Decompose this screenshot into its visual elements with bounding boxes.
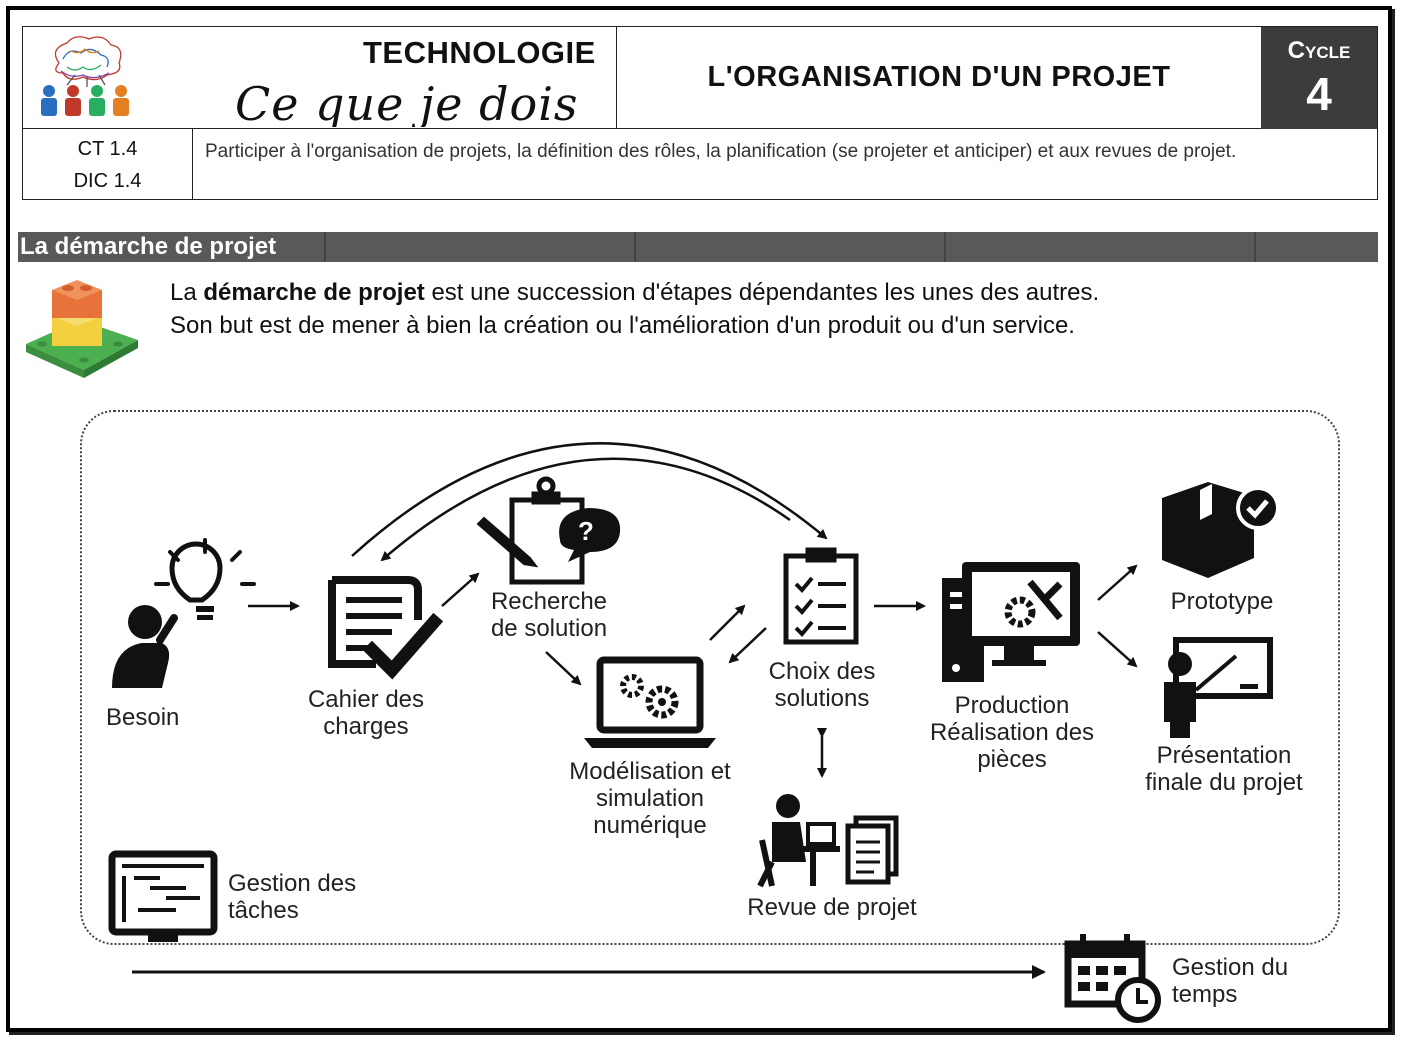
label-recherche: Recherche de solution xyxy=(482,588,616,642)
label-choix: Choix des solutions xyxy=(760,658,884,712)
label-recherche-line1: Recherche xyxy=(490,588,608,615)
label-taches-line1: Gestion des xyxy=(228,870,357,897)
checklist-icon xyxy=(783,547,859,645)
label-choix-line2: solutions xyxy=(774,685,870,712)
label-gestion-temps: Gestion du temps xyxy=(1172,954,1288,1008)
section-bar: La démarche de projet xyxy=(18,232,1378,262)
header: TECHNOLOGIE Ce que je dois L'ORGANISATIO… xyxy=(22,26,1378,200)
intro-text: La démarche de projet est une succession… xyxy=(170,276,1099,342)
label-revue: Revue de projet xyxy=(747,894,917,921)
svg-text:?: ? xyxy=(578,516,594,546)
page-frame xyxy=(6,6,1392,1032)
calendar-clock-icon xyxy=(1064,934,1161,1023)
label-modelisation-line3: numérique xyxy=(593,812,707,839)
page-title: L'ORGANISATION D'UN PROJET xyxy=(707,61,1171,93)
bar-divider xyxy=(1254,232,1256,262)
section-title: La démarche de projet xyxy=(20,233,277,260)
label-production: Production Réalisation des pièces xyxy=(918,692,1106,773)
team-logo-icon xyxy=(41,36,129,116)
label-choix-line1: Choix des xyxy=(768,658,876,685)
label-production-line2: Réalisation des xyxy=(929,719,1095,746)
cycle-number: 4 xyxy=(1306,68,1332,120)
bar-divider xyxy=(324,232,326,262)
gantt-monitor-icon xyxy=(108,850,218,942)
intro-bold: démarche de projet xyxy=(203,279,425,306)
label-prototype: Prototype xyxy=(1170,588,1274,615)
label-modelisation: Modélisation et simulation numérique xyxy=(560,758,740,839)
desk-meeting-icon xyxy=(757,794,899,888)
label-presentation-line1: Présentation xyxy=(1156,742,1292,769)
clipboard-question-icon: ? xyxy=(476,476,621,585)
competence-codes: CT 1.4 DIC 1.4 xyxy=(23,129,193,199)
intro-post: est une succession d'étapes dépendantes … xyxy=(424,279,1100,306)
label-recherche-line2: de solution xyxy=(490,615,608,642)
box-check-icon xyxy=(1162,482,1280,578)
code-ct: CT 1.4 xyxy=(77,138,138,160)
label-modelisation-line2: simulation xyxy=(595,785,705,812)
header-logo-cell: TECHNOLOGIE Ce que je dois xyxy=(23,27,617,129)
label-production-line1: Production xyxy=(954,692,1070,719)
label-modelisation-line1: Modélisation et xyxy=(569,758,731,785)
label-production-line3: pièces xyxy=(977,746,1047,773)
subject-title: TECHNOLOGIE xyxy=(363,35,596,70)
label-gestion-taches: Gestion des tâches xyxy=(228,870,356,924)
intro-line-1: La démarche de projet est une succession… xyxy=(170,276,1099,309)
lego-blocks-icon xyxy=(26,280,138,378)
flow-arrows xyxy=(248,442,1138,778)
presenter-board-icon xyxy=(1164,637,1273,738)
bar-divider xyxy=(944,232,946,262)
intro-pre: La xyxy=(170,279,204,306)
cycle-label: Cycle xyxy=(1261,37,1377,65)
bar-divider xyxy=(634,232,636,262)
code-dic: DIC 1.4 xyxy=(73,170,142,192)
label-taches-line2: tâches xyxy=(228,897,299,924)
computer-tools-icon xyxy=(942,562,1080,682)
label-presentation-line2: finale du projet xyxy=(1145,769,1303,796)
lightbulb-thinker-icon xyxy=(112,538,256,688)
cycle-label-text: Cycle xyxy=(1287,37,1351,64)
intro-line-2: Son but est de mener à bien la création … xyxy=(170,312,1075,339)
label-temps-line1: Gestion du xyxy=(1172,954,1289,981)
diagram-frame xyxy=(80,410,1340,945)
laptop-gears-icon xyxy=(584,656,716,748)
label-temps-line2: temps xyxy=(1172,981,1238,1008)
title-cell: L'ORGANISATION D'UN PROJET xyxy=(617,27,1261,129)
cycle-badge: Cycle 4 xyxy=(1261,27,1377,129)
document-check-icon xyxy=(328,576,444,680)
subtitle-script: Ce que je dois xyxy=(235,77,579,127)
label-besoin: Besoin xyxy=(106,704,180,731)
label-cahier-des-charges: Cahier des charges xyxy=(300,686,432,740)
label-presentation: Présentation finale du projet xyxy=(1134,742,1314,796)
label-cahier-line2: charges xyxy=(323,713,409,740)
competence-description: Participer à l'organisation de projets, … xyxy=(205,141,1237,162)
label-cahier-line1: Cahier des xyxy=(307,686,425,713)
